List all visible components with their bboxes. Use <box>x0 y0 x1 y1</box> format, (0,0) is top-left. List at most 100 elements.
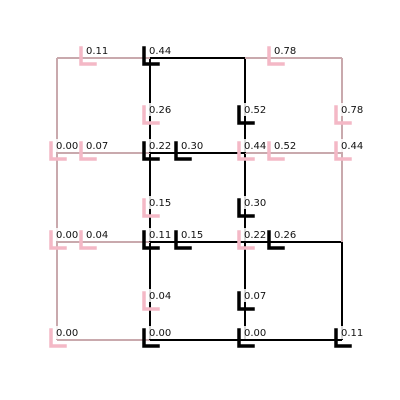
node-marker-icon <box>267 46 285 66</box>
node-label-background <box>180 228 208 241</box>
node-label-background <box>148 289 176 302</box>
node-value-label: 0.07 <box>244 291 266 302</box>
node-label-background <box>55 139 83 152</box>
node-n-1-15: 0.15 <box>142 196 176 218</box>
node-value-label: 0.00 <box>56 141 78 152</box>
node-value-label: 0.22 <box>149 141 171 152</box>
node-n-3-0: 0.11 <box>334 326 368 348</box>
node-value-label: 0.00 <box>244 328 266 339</box>
node-marker-icon <box>334 105 352 125</box>
node-label-background <box>340 103 368 116</box>
node-n-0-2: 0.00 <box>49 139 83 161</box>
nodes-layer: 0.00 0.00 0.00 0.11 0.00 0.04 0.11 0.15 0.22 0.26… <box>49 44 368 348</box>
node-n-2-0: 0.00 <box>237 326 271 348</box>
node-label-background <box>243 326 271 339</box>
node-marker-icon <box>142 105 160 125</box>
node-n-2-25: 0.52 <box>237 103 271 125</box>
node-marker-icon <box>79 230 97 250</box>
node-marker-icon <box>142 230 160 250</box>
node-marker-icon <box>334 328 352 348</box>
node-label-background <box>148 228 176 241</box>
node-value-label: 0.26 <box>149 105 171 116</box>
node-n-2-1: 0.22 <box>237 228 271 250</box>
node-n-1-05: 0.04 <box>142 289 176 311</box>
node-n-1-25: 0.26 <box>142 103 176 125</box>
node-label-background <box>85 44 113 57</box>
node-marker-icon <box>142 328 160 348</box>
node-value-label: 0.15 <box>149 198 171 209</box>
node-marker-icon <box>142 291 160 311</box>
node-value-label: 0.04 <box>149 291 171 302</box>
node-label-background <box>180 139 208 152</box>
node-label-background <box>85 139 113 152</box>
node-marker-icon <box>142 141 160 161</box>
node-label-background <box>148 196 176 209</box>
node-marker-icon <box>237 328 255 348</box>
node-n-2-2: 0.44 <box>237 139 271 161</box>
node-value-label: 0.44 <box>341 141 363 152</box>
node-label-background <box>85 228 113 241</box>
node-marker-icon <box>49 141 67 161</box>
node-n-05-3: 0.11 <box>79 44 113 66</box>
node-marker-icon <box>79 46 97 66</box>
node-value-label: 0.78 <box>341 105 363 116</box>
node-marker-icon <box>267 230 285 250</box>
node-value-label: 0.11 <box>86 46 108 57</box>
node-label-background <box>148 139 176 152</box>
node-n-1-3: 0.44 <box>142 44 176 66</box>
node-value-label: 0.22 <box>244 230 266 241</box>
node-marker-icon <box>49 230 67 250</box>
node-label-background <box>273 139 301 152</box>
node-n-15-1: 0.15 <box>174 228 208 250</box>
node-value-label: 0.44 <box>244 141 266 152</box>
node-value-label: 0.11 <box>341 328 363 339</box>
node-marker-icon <box>79 141 97 161</box>
node-value-label: 0.11 <box>149 230 171 241</box>
node-marker-icon <box>49 328 67 348</box>
node-n-1-1: 0.11 <box>142 228 176 250</box>
node-marker-icon <box>142 46 160 66</box>
node-label-background <box>340 139 368 152</box>
node-label-background <box>55 326 83 339</box>
node-marker-icon <box>334 141 352 161</box>
node-value-label: 0.07 <box>86 141 108 152</box>
node-label-background <box>273 228 301 241</box>
node-value-label: 0.78 <box>274 46 296 57</box>
node-n-0-1: 0.00 <box>49 228 83 250</box>
node-label-background <box>243 103 271 116</box>
node-value-label: 0.30 <box>244 198 266 209</box>
node-label-background <box>340 326 368 339</box>
node-n-2-15: 0.30 <box>237 196 271 218</box>
node-n-25-2: 0.52 <box>267 139 301 161</box>
node-n-2-05: 0.07 <box>237 289 271 311</box>
node-marker-icon <box>237 198 255 218</box>
node-marker-icon <box>174 230 192 250</box>
node-value-label: 0.00 <box>149 328 171 339</box>
node-value-label: 0.04 <box>86 230 108 241</box>
node-n-05-1: 0.04 <box>79 228 113 250</box>
node-marker-icon <box>237 230 255 250</box>
node-label-background <box>55 228 83 241</box>
node-n-1-0: 0.00 <box>142 326 176 348</box>
node-label-background <box>273 44 301 57</box>
node-marker-icon <box>237 141 255 161</box>
node-value-label: 0.52 <box>244 105 266 116</box>
node-marker-icon <box>174 141 192 161</box>
node-n-15-2: 0.30 <box>174 139 208 161</box>
node-n-3-2: 0.44 <box>334 139 368 161</box>
node-value-label: 0.00 <box>56 230 78 241</box>
node-value-label: 0.15 <box>181 230 203 241</box>
node-label-background <box>148 103 176 116</box>
node-n-05-2: 0.07 <box>79 139 113 161</box>
node-value-label: 0.26 <box>274 230 296 241</box>
node-marker-icon <box>237 105 255 125</box>
node-marker-icon <box>267 141 285 161</box>
node-label-background <box>243 289 271 302</box>
node-label-background <box>148 326 176 339</box>
node-value-label: 0.44 <box>149 46 171 57</box>
node-marker-icon <box>142 198 160 218</box>
node-marker-icon <box>237 291 255 311</box>
node-label-background <box>148 44 176 57</box>
